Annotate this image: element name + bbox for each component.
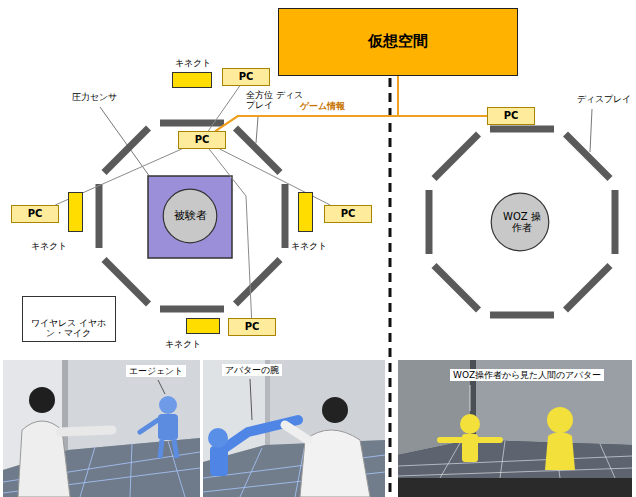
node-text: 被験者 xyxy=(174,210,207,223)
pc-box: PC xyxy=(487,107,535,125)
avatar-head xyxy=(547,407,573,433)
display-octagon xyxy=(99,123,285,309)
agent-body xyxy=(158,414,178,440)
subject-circle: 被験者 xyxy=(162,188,218,244)
leader-line xyxy=(158,380,165,394)
node-text: PC xyxy=(341,208,356,220)
avatar-head xyxy=(460,414,480,434)
photo-frame xyxy=(398,360,632,497)
part-label: 全方位 ディスプレイ xyxy=(246,90,304,111)
agent-arm xyxy=(140,420,158,432)
pc-box: PC xyxy=(11,205,59,223)
leader-line xyxy=(256,117,258,143)
photo-frame xyxy=(3,360,200,497)
floor-grid xyxy=(398,441,632,478)
display-panel xyxy=(160,306,224,313)
cable-line xyxy=(208,86,239,131)
display-panel xyxy=(490,312,554,319)
agent-leg xyxy=(174,440,177,458)
display-panel xyxy=(426,190,433,254)
node-text: PC xyxy=(28,208,43,220)
display-panel xyxy=(96,184,103,248)
display-panel xyxy=(236,260,281,305)
pressure-sensor-mat xyxy=(148,176,232,258)
kinect-sensor: キネクト xyxy=(186,318,220,334)
display-panel xyxy=(434,266,479,311)
node-text: PC xyxy=(195,134,210,146)
floor xyxy=(398,440,632,497)
cable-line xyxy=(220,149,330,205)
photo-operator-view xyxy=(398,360,632,497)
operator-circle: WOZ 操作者 xyxy=(490,192,554,252)
screen xyxy=(68,360,200,450)
photo-callout: エージェント xyxy=(126,365,186,377)
cable-line xyxy=(209,149,252,318)
display-panel xyxy=(282,184,289,248)
kinect-sensor: キネクト xyxy=(298,192,313,232)
node-text: WOZ 操作者 xyxy=(501,211,543,234)
person-arm xyxy=(60,430,112,432)
part-label: 圧力センサ xyxy=(72,92,117,102)
node-text: PC xyxy=(504,110,519,122)
photo-frame xyxy=(203,360,385,497)
circle-shape xyxy=(491,193,549,251)
leader-line xyxy=(470,385,471,411)
leader-lines xyxy=(100,107,592,177)
game-info-line xyxy=(398,76,487,116)
photo-callout: WOZ操作者から見た人間のアバター xyxy=(450,369,604,381)
avatar-head xyxy=(208,428,228,448)
sensor-label: キネクト xyxy=(175,58,211,68)
person-head xyxy=(322,397,348,423)
kinect-sensor: キネクト xyxy=(172,72,212,88)
game-info-line xyxy=(216,116,488,131)
node-text: 仮想空間 xyxy=(368,33,428,50)
pc-box: PC xyxy=(324,205,372,223)
circle-shape xyxy=(163,189,217,243)
person-arm xyxy=(285,425,308,440)
photo-agent xyxy=(3,360,200,497)
person-head xyxy=(29,387,55,413)
display-octagon xyxy=(429,129,615,315)
pc-box: PC xyxy=(228,318,276,336)
divider-line xyxy=(389,78,392,497)
node-text: PC xyxy=(245,321,260,333)
virtual-space-box: 仮想空間 xyxy=(278,8,518,76)
node-text: ワイヤレス イヤホン・マイク xyxy=(29,318,109,339)
sensor-label: キネクト xyxy=(31,241,67,251)
display-panel xyxy=(566,266,611,311)
agent-head xyxy=(159,396,177,414)
sensor-label: キネクト xyxy=(165,339,201,349)
photo-avatar-arm xyxy=(203,360,385,497)
avatar-body xyxy=(545,432,575,470)
leader-line xyxy=(590,109,592,152)
kinect-sensor: キネクト xyxy=(68,192,83,232)
edge-label: ゲーム情報 xyxy=(300,101,345,111)
display-panel xyxy=(434,134,479,179)
wireless-headset-box: ワイヤレス イヤホン・マイク xyxy=(22,296,116,343)
sensor-label: キネクト xyxy=(291,241,327,251)
avatar-body xyxy=(462,434,478,462)
desk xyxy=(398,478,632,497)
part-label: ディスプレイ xyxy=(577,94,631,104)
leader-line xyxy=(250,379,252,420)
display-panel xyxy=(612,190,619,254)
pc-box: PC xyxy=(178,131,226,149)
agent-leg xyxy=(160,440,162,458)
display-panel xyxy=(490,126,554,133)
photo-callout: アバターの腕 xyxy=(222,364,282,376)
display-panel xyxy=(236,128,281,173)
pc-box: PC xyxy=(222,68,270,86)
display-panel xyxy=(566,134,611,179)
node-text: PC xyxy=(239,71,254,83)
